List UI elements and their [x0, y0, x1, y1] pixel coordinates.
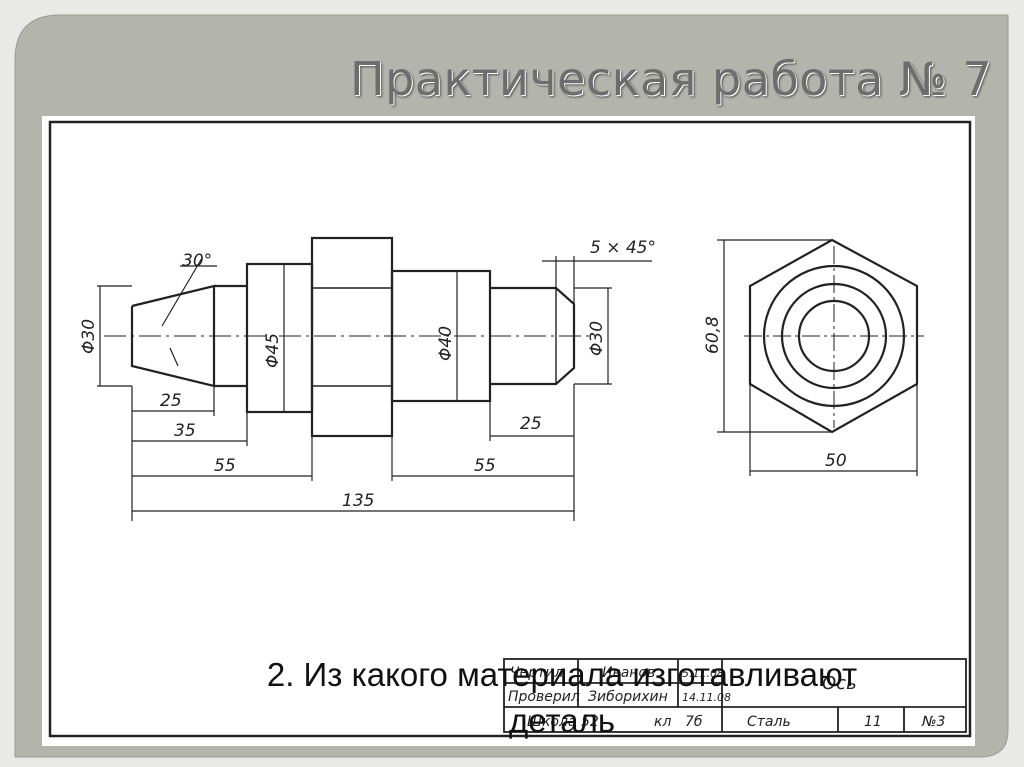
angle-dimension: 30°: [182, 251, 212, 271]
class-value: 7б: [685, 714, 703, 730]
drawn-date: 5.11.08: [682, 667, 724, 680]
title-block: [503, 658, 967, 733]
diameter-left-dimension: Φ30: [79, 319, 99, 354]
hex-across-flats-dimension: 50: [825, 451, 847, 471]
diameter-dimension-lines: [97, 256, 652, 412]
length-55-right: 55: [474, 456, 496, 476]
checked-label: Проверил: [508, 689, 580, 705]
scale-value: 11: [864, 714, 882, 730]
drawn-label: Чертил: [510, 665, 563, 681]
length-35: 35: [174, 421, 196, 441]
drawn-name: Иванов: [602, 665, 655, 681]
drawing-frame: [48, 120, 972, 738]
hex-dimension-lines: [717, 239, 918, 476]
chamfer-dimension: 5 × 45°: [590, 238, 656, 258]
diameter-collar-dimension: Φ45: [263, 333, 283, 368]
slide-title: Практическая работа № 7: [350, 52, 993, 106]
length-25-right: 25: [520, 414, 542, 434]
question-line-1: 2. Из какого материала изготавливают: [266, 656, 858, 693]
hex-side-view: [744, 238, 924, 434]
question-text: 2. Из какого материала изготавливают дет…: [162, 652, 962, 744]
diameter-right-dimension: Φ30: [587, 321, 607, 356]
sheet-number: №3: [921, 714, 945, 730]
technical-drawing: 30° 5 × 45° Φ30 Φ45 Φ40 Φ30 25 35 55 25 …: [42, 116, 975, 746]
length-55-left: 55: [214, 456, 236, 476]
part-name: Ось: [822, 673, 857, 694]
checked-date: 14.11.08: [682, 691, 731, 704]
material-label: Сталь: [747, 714, 791, 730]
diameter-middle-dimension: Φ40: [436, 326, 456, 361]
length-dimension-lines: [131, 384, 575, 521]
length-25-left: 25: [160, 391, 182, 411]
hex-across-corners-dimension: 60,8: [703, 316, 723, 354]
checked-name: Зиборихин: [588, 689, 668, 705]
class-label: кл: [654, 714, 671, 730]
question-line-2: деталь: [508, 702, 616, 739]
length-total: 135: [342, 491, 374, 511]
school-label: Школа 52: [527, 714, 599, 730]
